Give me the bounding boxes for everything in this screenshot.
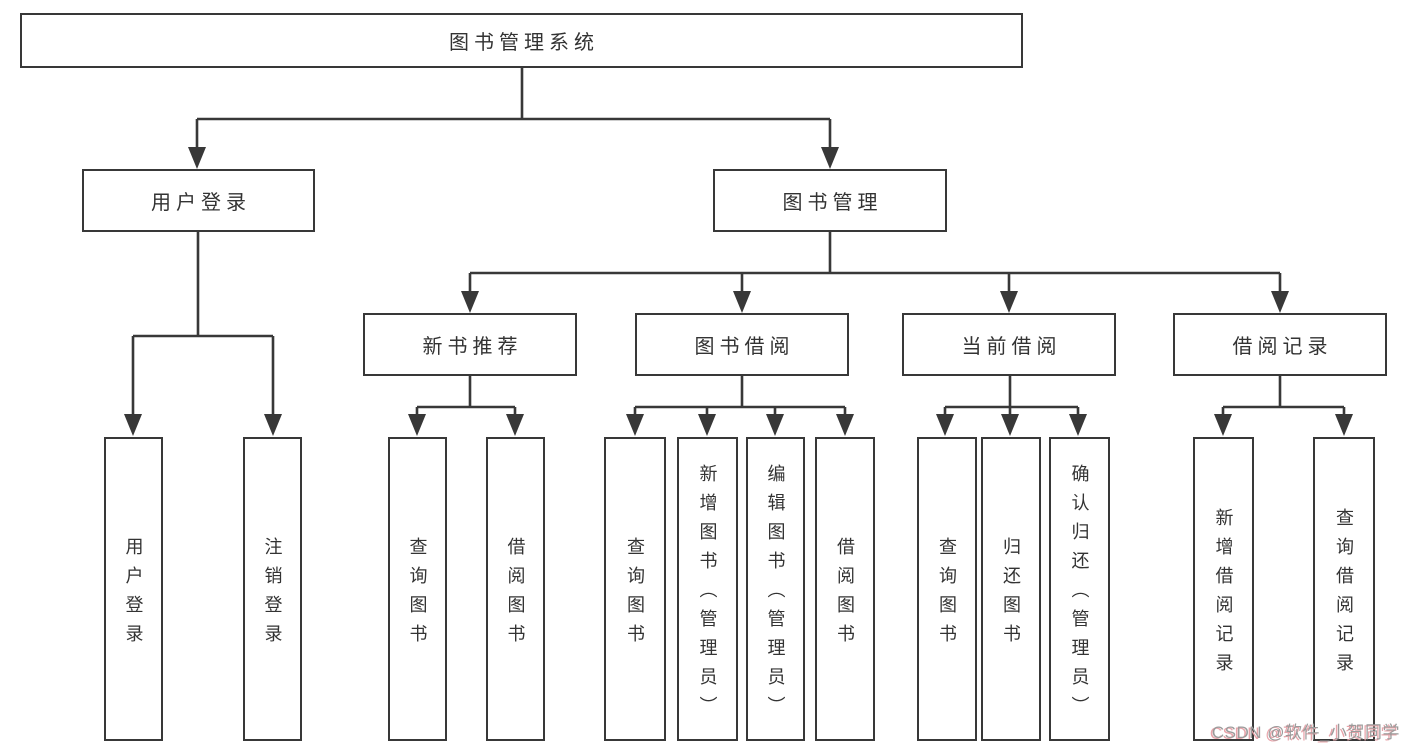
node-borrow-records-label: 借阅记录 (1232, 336, 1333, 358)
leaf-edit-book-admin-label: 编辑图书（管理员） (765, 464, 786, 725)
leaf-add-book-admin-label: 新增图书（管理员） (697, 464, 718, 725)
leaf-add-book-admin: 新增图书（管理员） (677, 437, 738, 741)
leaf-borrow-book-2-label: 借阅图书 (835, 536, 855, 653)
leaf-return-book: 归还图书 (981, 437, 1041, 741)
node-user-login: 用户登录 (82, 169, 315, 232)
leaf-edit-book-admin: 编辑图书（管理员） (746, 437, 805, 741)
leaf-query-book-2-label: 查询图书 (625, 536, 645, 653)
node-borrow-records: 借阅记录 (1173, 313, 1387, 376)
leaf-query-book-3: 查询图书 (917, 437, 977, 741)
leaf-user-login: 用户登录 (104, 437, 163, 741)
leaf-return-book-label: 归还图书 (1001, 536, 1021, 653)
node-new-book-recommend-label: 新书推荐 (422, 336, 523, 358)
leaf-borrow-book-2: 借阅图书 (815, 437, 875, 741)
leaf-query-borrow-record: 查询借阅记录 (1313, 437, 1375, 741)
leaf-confirm-return-admin: 确认归还（管理员） (1049, 437, 1110, 741)
leaf-query-book-3-label: 查询图书 (937, 536, 957, 653)
node-user-login-label: 用户登录 (151, 192, 251, 214)
leaf-logout-label: 注销登录 (262, 536, 283, 653)
leaf-user-login-label: 用户登录 (123, 536, 144, 653)
node-new-book-recommend: 新书推荐 (363, 313, 577, 376)
leaf-query-book-2: 查询图书 (604, 437, 666, 741)
node-current-borrow-label: 当前借阅 (961, 336, 1062, 358)
leaf-logout: 注销登录 (243, 437, 302, 741)
connector-lines (131, 68, 1346, 418)
leaf-query-book-1-label: 查询图书 (407, 536, 428, 653)
leaf-query-book-1: 查询图书 (388, 437, 447, 741)
node-current-borrow: 当前借阅 (902, 313, 1116, 376)
leaf-confirm-return-admin-label: 确认归还（管理员） (1069, 464, 1090, 725)
node-book-borrow: 图书借阅 (635, 313, 849, 376)
node-book-borrow-label: 图书借阅 (694, 336, 795, 358)
node-book-management: 图书管理 (713, 169, 947, 232)
leaf-query-borrow-record-label: 查询借阅记录 (1334, 507, 1354, 682)
leaf-add-borrow-record: 新增借阅记录 (1193, 437, 1254, 741)
node-library-system: 图书管理系统 (20, 13, 1023, 68)
arrowheads (124, 147, 1353, 436)
node-book-management-label: 图书管理 (782, 192, 883, 214)
node-library-system-label: 图书管理系统 (449, 32, 599, 54)
leaf-add-borrow-record-label: 新增借阅记录 (1213, 507, 1234, 682)
leaf-borrow-book-1: 借阅图书 (486, 437, 545, 741)
watermark: CSDN @软件_小贺同学 (1211, 723, 1400, 742)
leaf-borrow-book-1-label: 借阅图书 (505, 536, 526, 653)
